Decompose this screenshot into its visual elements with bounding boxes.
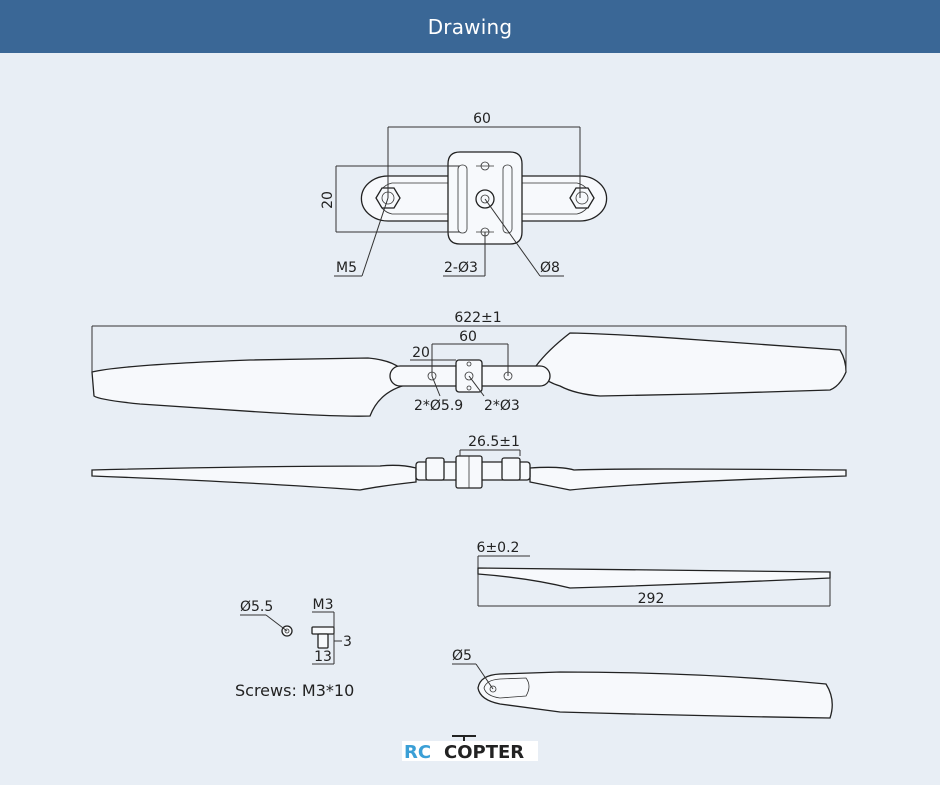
label-bolt-m5: M5: [336, 260, 357, 276]
dim-blade-length: 292: [638, 591, 665, 607]
blade-side-view: 6±0.2 292: [477, 540, 831, 607]
blade-plan-view: Ø5: [452, 648, 833, 719]
label-holes-3: 2*Ø3: [484, 398, 520, 414]
drawing-canvas: 60 20 M5 2-Ø3 Ø8 622±1: [0, 53, 940, 785]
label-holes-5-9: 2*Ø5.9: [414, 398, 463, 414]
screw-detail: Ø5.5 M3 3 13 Screws: M3*10: [235, 597, 354, 700]
dim-blade-thickness: 6±0.2: [477, 540, 520, 556]
propeller-plan-view: 622±1 60 20 2*Ø5.9 2*Ø3: [91, 310, 847, 417]
logo-text-copter: COPTER: [444, 742, 524, 763]
label-blade-hole: Ø5: [452, 648, 472, 664]
label-screw-head: Ø5.5: [240, 599, 273, 615]
dim-hub-spacing: 60: [459, 329, 477, 345]
header-bar: Drawing: [0, 0, 940, 53]
label-center-d8: Ø8: [540, 260, 560, 276]
dim-screw-head: 3: [343, 634, 352, 650]
dim-hub-height-26-5: 26.5±1: [468, 434, 520, 450]
propeller-side-view: 26.5±1: [91, 434, 847, 491]
hub-top-view: 60 20 M5 2-Ø3 Ø8: [320, 111, 608, 277]
dim-total-length: 622±1: [454, 310, 501, 326]
dim-screw-length: 13: [314, 649, 332, 665]
screw-caption: Screws: M3*10: [235, 681, 354, 700]
label-holes-2-d3: 2-Ø3: [444, 260, 478, 276]
dim-hub-width-20: 20: [412, 345, 430, 361]
page-title: Drawing: [427, 14, 513, 39]
logo-text-rc: RC: [404, 742, 431, 763]
rc-copter-logo: RC COPTER: [402, 735, 538, 763]
dim-hub-width: 60: [473, 111, 491, 127]
label-screw-thread: M3: [313, 597, 334, 613]
technical-drawing: 60 20 M5 2-Ø3 Ø8 622±1: [91, 111, 847, 763]
dim-hub-height: 20: [320, 191, 336, 209]
